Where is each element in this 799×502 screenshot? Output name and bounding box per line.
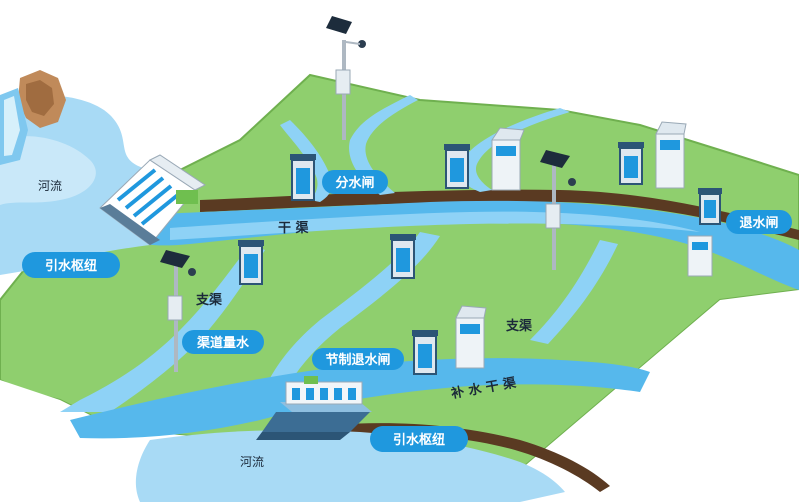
svg-text:节制退水闸: 节制退水闸	[325, 352, 390, 368]
monitoring-pole	[326, 16, 366, 140]
label-canal-flow-measurement: 渠道量水	[182, 330, 264, 354]
svg-text:引水枢纽: 引水枢纽	[45, 258, 97, 274]
monitoring-pole	[160, 250, 196, 372]
sluice-gate	[238, 240, 264, 285]
label-water-split-gate: 分水闸	[322, 170, 388, 194]
label-branch-canal-right: 支渠	[505, 318, 533, 334]
monitoring-pole	[540, 150, 576, 270]
label-return-gate: 退水闸	[726, 210, 792, 234]
control-cabinet	[491, 127, 525, 191]
land-edge-right	[480, 290, 799, 502]
upper-river-inner	[0, 136, 96, 205]
sluice-gate	[444, 144, 470, 189]
svg-text:引水枢纽: 引水枢纽	[393, 432, 445, 448]
control-cabinet	[655, 121, 687, 189]
svg-text:渠道量水: 渠道量水	[196, 335, 250, 351]
sluice-gate	[618, 142, 644, 185]
label-diversion-hub-left: 引水枢纽	[22, 252, 120, 278]
sluice-gate	[698, 188, 722, 225]
branch-stream-right	[530, 240, 618, 344]
sluice-gate	[412, 330, 438, 375]
diversion-hub-left-structure	[99, 154, 206, 246]
branch-stream-top-3	[280, 120, 332, 202]
branch-stream-top-2	[459, 108, 570, 192]
bottom-river-bank	[330, 423, 610, 492]
label-main-canal: 干 渠	[278, 220, 310, 236]
label-branch-canal-left: 支渠	[195, 292, 223, 308]
main-canal-bank	[200, 189, 799, 240]
label-river-top: 河流	[38, 179, 62, 193]
sluice-gate	[290, 154, 316, 201]
diversion-hub-bottom-structure	[256, 376, 372, 440]
control-cabinet	[687, 235, 713, 277]
waterfall-rocks	[0, 70, 66, 165]
control-cabinet	[455, 305, 487, 369]
label-diversion-hub-bottom: 引水枢纽	[370, 426, 468, 452]
svg-text:分水闸: 分水闸	[335, 175, 374, 191]
label-river-bottom: 河流	[240, 455, 264, 469]
svg-text:退水闸: 退水闸	[739, 215, 778, 231]
sluice-gate	[390, 234, 416, 279]
main-canal-highlight	[170, 211, 700, 240]
label-control-return-gate: 节制退水闸	[312, 348, 404, 370]
